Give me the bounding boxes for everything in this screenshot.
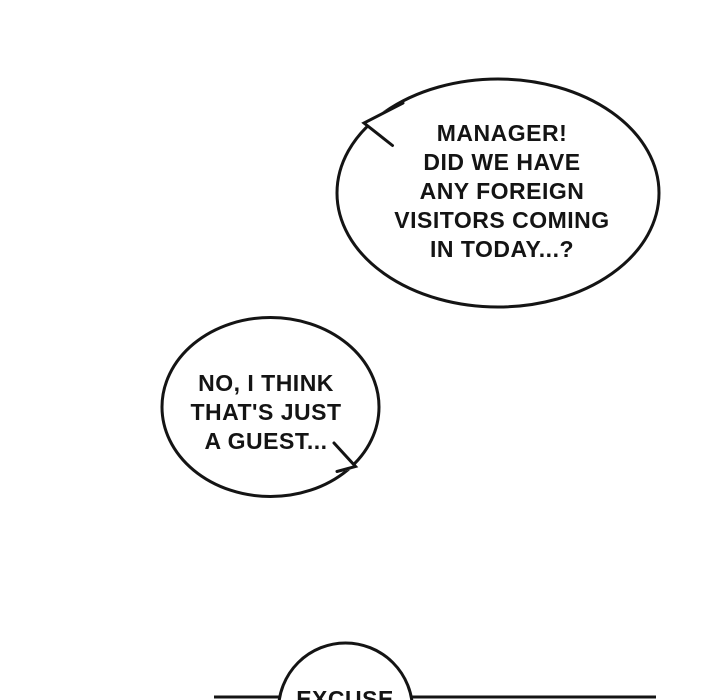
speech-bubble-3-text: EXCUSE — [296, 686, 394, 700]
speech-bubble-2-tail-icon — [332, 441, 359, 473]
speech-bubble-2-outline — [160, 316, 381, 498]
speech-bubble-3-outline — [277, 641, 414, 700]
speech-bubble-1-text: MANAGER! DID WE HAVE ANY FOREIGN VISITOR… — [394, 120, 610, 262]
speech-bubble-1-tail-icon — [361, 101, 405, 147]
speech-bubble-1-tail-fill — [362, 102, 404, 147]
speech-bubble-1-outline — [335, 77, 661, 309]
speech-bubble-2-text: NO, I THINK THAT'S JUST A GUEST... — [190, 370, 342, 454]
